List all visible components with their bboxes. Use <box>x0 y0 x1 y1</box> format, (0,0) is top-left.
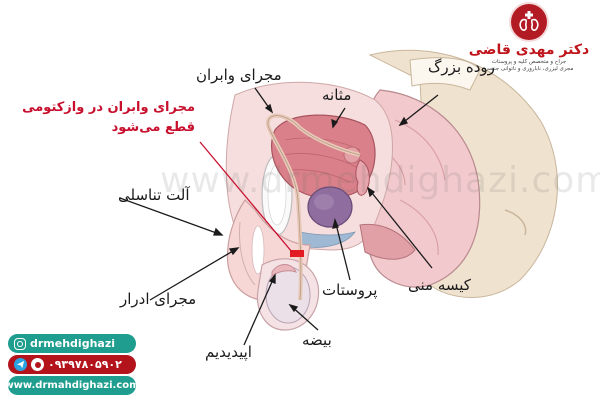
brand-name: دکتر مهدی قاضی <box>468 42 590 58</box>
website-badge[interactable]: www.drmahdighazi.com <box>8 376 136 395</box>
label-penis: آلت تناسلی <box>118 186 190 204</box>
label-large-intestine: روده بزرگ <box>428 58 495 76</box>
vasectomy-pointer-line <box>199 141 293 253</box>
brand-block: دکتر مهدی قاضی جراح و متخصص کلیه و پروست… <box>464 4 594 74</box>
label-vas-deferens: مجرای وابران <box>196 66 282 84</box>
label-testis: بیضه <box>302 331 332 349</box>
vasectomy-note-line-1: مجرای وابران در وازکتومی <box>22 100 195 115</box>
brand-tagline-2: مجری لیزری، ناباروری و ناتوانی جنسی <box>484 66 574 73</box>
telegram-icon <box>14 358 27 371</box>
label-seminal-vesicle: کیسه منی <box>408 276 471 294</box>
instagram-handle: drmehdighazi <box>30 337 115 350</box>
label-epididymis: اپیدیدیم <box>205 343 252 361</box>
label-prostate: پروستات <box>322 281 378 299</box>
seminal-vesicle <box>355 159 370 196</box>
phone-number: ۰۹۳۹۷۸۰۵۹۰۲ <box>48 358 122 371</box>
vasectomy-note: مجرای وابران در وازکتومی قطع می‌شود <box>22 98 195 138</box>
instagram-badge[interactable]: drmehdighazi <box>8 334 136 353</box>
brand-tagline-1: جراح و متخصص کلیه و پروستات <box>491 58 567 65</box>
epididymis <box>271 264 297 277</box>
label-bladder: مثانه <box>322 86 352 104</box>
kidneys-cross-logo-icon <box>511 4 547 40</box>
phone-badge[interactable]: ۰۹۳۹۷۸۰۵۹۰۲ <box>8 355 136 374</box>
instagram-icon <box>14 337 26 350</box>
vasectomy-note-line-2: قطع می‌شود <box>111 120 195 136</box>
label-urethra: مجرای ادرار <box>120 290 197 308</box>
website-url: www.drmahdighazi.com <box>8 380 136 391</box>
vasectomy-cut-marker <box>290 250 304 257</box>
whatsapp-icon <box>31 358 44 371</box>
